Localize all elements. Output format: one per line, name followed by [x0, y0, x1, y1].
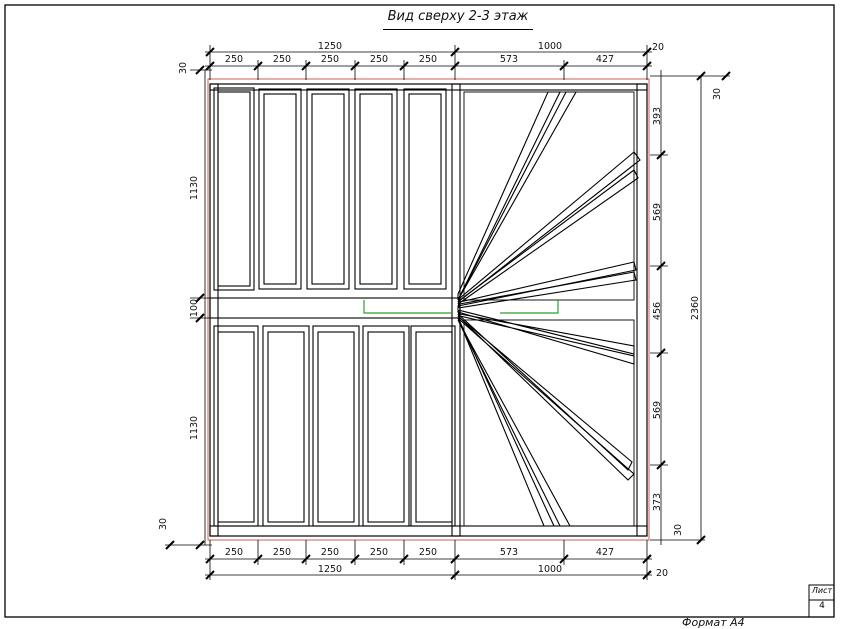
dim-right-seg: 373 [652, 493, 663, 511]
format-label: Формат А4 [682, 616, 745, 629]
dim-left-bottom-30: 30 [158, 518, 169, 530]
green-marker-left [363, 300, 452, 314]
dimension-ticks [165, 47, 731, 580]
dim-bottom-seg: 250 [273, 547, 291, 558]
dim-right-seg: 393 [652, 107, 663, 125]
dim-top-seg: 250 [321, 54, 339, 65]
dim-right-total: 2360 [690, 296, 701, 320]
dim-bottom-total-left: 1250 [318, 564, 342, 575]
bottom-beam [209, 525, 648, 537]
dim-top-total-left: 1250 [318, 41, 342, 52]
dim-right-top-30: 30 [712, 88, 723, 100]
drawing-title: Вид сверху 2-3 этаж [383, 9, 533, 30]
dim-top-total-right: 1000 [538, 41, 562, 52]
dim-top-seg: 250 [370, 54, 388, 65]
stamp-box [808, 584, 835, 618]
dim-bottom-seg: 573 [500, 547, 518, 558]
sheet-frame [4, 4, 835, 618]
dim-left-top-30: 30 [178, 62, 189, 74]
green-marker-right [500, 300, 559, 314]
dim-top-seg: 250 [419, 54, 437, 65]
dim-right-seg: 456 [652, 302, 663, 320]
upper-panels [213, 87, 447, 291]
lower-panels [213, 325, 456, 527]
dim-left-lower-1130: 1130 [189, 416, 200, 440]
dim-bottom-seg: 250 [419, 547, 437, 558]
dim-top-small: 20 [652, 42, 664, 53]
dim-left-upper-1130: 1130 [189, 176, 200, 200]
dim-bottom-seg: 427 [596, 547, 614, 558]
winder-stringers [456, 91, 641, 527]
red-outline [207, 78, 650, 541]
dim-bottom-seg: 250 [321, 547, 339, 558]
dim-right-seg: 569 [652, 203, 663, 221]
outer-frame [209, 83, 648, 537]
stamp-label: Лист [811, 586, 833, 595]
dim-top-seg: 427 [596, 54, 614, 65]
dim-top-seg: 250 [273, 54, 291, 65]
stamp-value: 4 [819, 601, 825, 611]
floor-plan [207, 78, 650, 541]
dim-bottom-total-right: 1000 [538, 564, 562, 575]
dim-bottom-seg: 250 [370, 547, 388, 558]
middle-beam [209, 297, 461, 319]
dim-left-mid-100: 100 [189, 299, 200, 317]
dim-bottom-small: 20 [656, 568, 668, 579]
dim-top-seg: 250 [225, 54, 243, 65]
dim-bottom-seg: 250 [225, 547, 243, 558]
dim-top-seg: 573 [500, 54, 518, 65]
dim-right-seg: 569 [652, 401, 663, 419]
dim-right-bottom-30: 30 [673, 524, 684, 536]
right-beam [636, 83, 648, 537]
dimension-labels: 1250 1000 20 250 250 250 250 250 573 427… [158, 41, 723, 579]
